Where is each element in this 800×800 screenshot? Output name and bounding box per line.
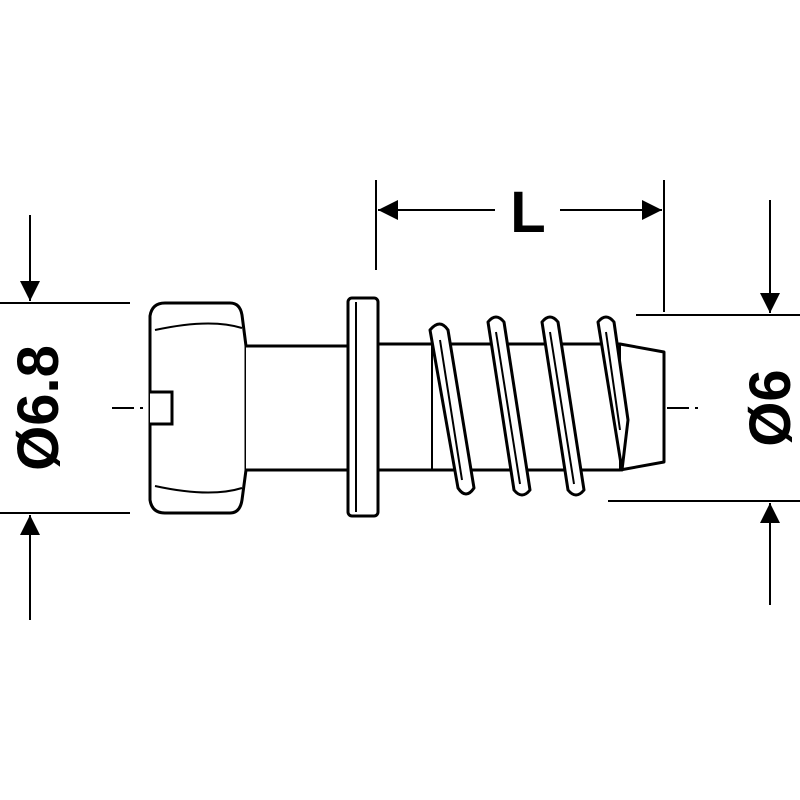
screw-head: [148, 301, 248, 515]
head-diameter-label: Ø6.8: [6, 345, 71, 471]
screw-collar: [346, 296, 380, 518]
head-diameter-dimension: [0, 215, 130, 620]
length-label: L: [510, 180, 545, 245]
thread-diameter-dimension: [608, 200, 800, 605]
thread-inner-lines: [439, 331, 621, 485]
screw-neck: [246, 344, 350, 472]
thread-crests: [428, 315, 630, 497]
thread-diameter-label: Ø6: [738, 369, 800, 446]
head-slot: [150, 390, 174, 426]
length-dimension: [375, 180, 665, 312]
head-shading: [154, 322, 243, 494]
